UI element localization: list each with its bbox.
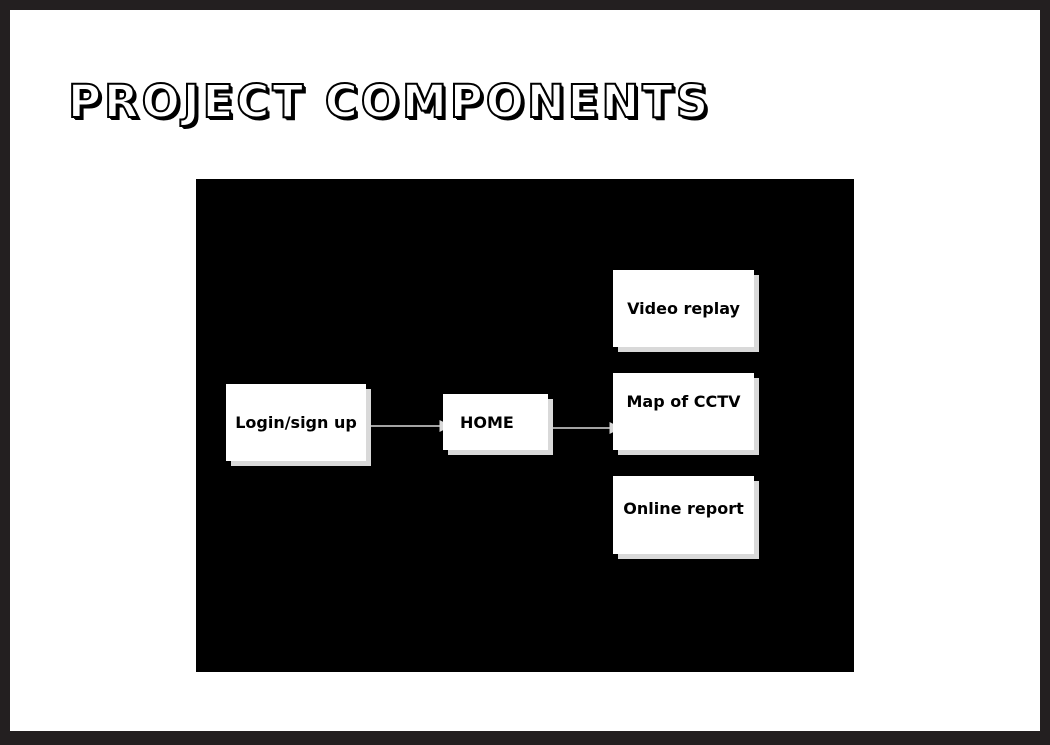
node-label: Map of CCTV (626, 392, 741, 411)
diagram-arrows (371, 420, 622, 434)
node-label: Login/sign up (235, 413, 357, 432)
node-label: HOME (460, 412, 514, 432)
flow-diagram: Login/sign up HOME Video replay Map of C… (196, 179, 854, 672)
page-title: PROJECT COMPONENTS (67, 74, 712, 129)
node-login-sign-up: Login/sign up (226, 384, 366, 461)
node-home: HOME (443, 394, 548, 450)
node-map-of-cctv: Map of CCTV (613, 373, 754, 450)
node-label: Video replay (627, 299, 740, 318)
slide: PROJECT COMPONENTS Login/sign up HOME Vi… (10, 10, 1040, 731)
node-online-report: Online report (613, 476, 754, 554)
node-video-replay: Video replay (613, 270, 754, 347)
node-label: Online report (623, 498, 744, 518)
